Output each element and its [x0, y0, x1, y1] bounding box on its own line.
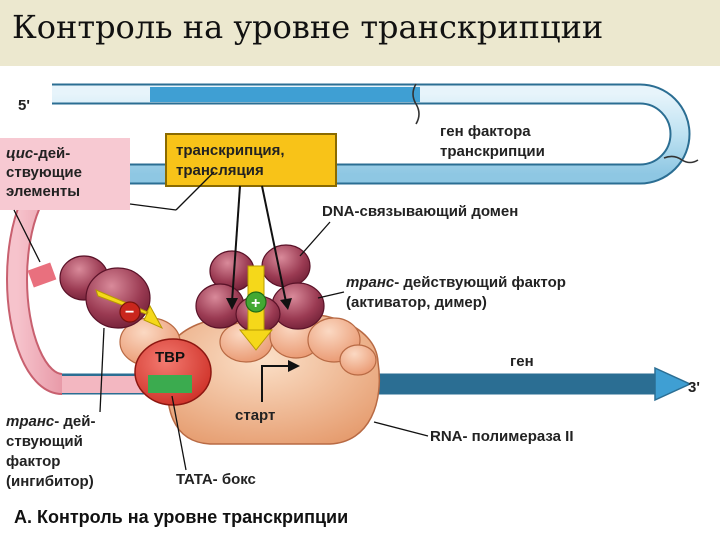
svg-text:ствующие: ствующие: [6, 164, 82, 181]
cis-elements-box: [0, 138, 130, 210]
svg-text:−: −: [125, 304, 134, 321]
activator-label: транс- действующий фактор: [346, 274, 566, 291]
pointer-line: [299, 221, 331, 257]
pointer-line: [373, 421, 429, 437]
tf-gene-label: ген фактора: [440, 123, 531, 140]
cis-elements-label: цис-дей-: [6, 145, 70, 162]
pointer-line: [317, 291, 345, 299]
tbp-label: TBP: [155, 349, 185, 366]
title-band: [0, 0, 720, 66]
polymerase-subunit: [339, 344, 377, 376]
inhibitor-label: транс- дей-: [6, 413, 96, 430]
tf-gene-segment: [150, 87, 420, 102]
svg-text:ствующий: ствующий: [6, 433, 83, 450]
three-prime-end: 3': [688, 379, 700, 396]
inhibition-minus-icon: [119, 301, 141, 323]
pointer-line: [171, 395, 187, 471]
break-mark: [412, 83, 420, 125]
svg-text:трансляция: трансляция: [176, 162, 264, 179]
transcription-translation-box: [165, 133, 337, 187]
gene-arrowhead: [654, 366, 692, 402]
polymerase-label: RNA- полимераза II: [430, 428, 574, 445]
svg-text:+: +: [251, 295, 260, 312]
transcription-diagram: TBP старт + − транскрипция, трансляция ц…: [0, 83, 700, 527]
tata-box: [148, 375, 192, 393]
slide-title: Контроль на уровне транскрипции: [12, 8, 604, 46]
start-site-arrow: [261, 365, 288, 402]
pointer-line: [13, 209, 41, 263]
start-label: старт: [235, 407, 275, 424]
pointer-line: [175, 171, 215, 211]
pointer-line: [261, 185, 287, 303]
break-mark: [663, 155, 699, 164]
activation-plus-icon: [245, 291, 267, 313]
five-prime-end: 5': [18, 97, 30, 114]
svg-text:транскрипция,: транскрипция,: [176, 142, 285, 159]
svg-text:транскрипции: транскрипции: [440, 143, 545, 160]
svg-text:фактор: фактор: [6, 453, 60, 470]
dna-binding-domain-label: DNA-связывающий домен: [322, 203, 518, 220]
figure-caption: А. Контроль на уровне транскрипции: [14, 507, 348, 527]
tata-box-label: TATA- бокс: [176, 471, 256, 488]
gene-label: ген: [510, 353, 534, 370]
pointer-line: [99, 327, 105, 413]
inhibition-arrow: [95, 289, 164, 330]
svg-text:элементы: элементы: [6, 183, 80, 200]
svg-text:(активатор, димер): (активатор, димер): [346, 294, 487, 311]
svg-text:(ингибитор): (ингибитор): [6, 473, 94, 490]
pointer-line: [231, 185, 241, 303]
dna-strand: [52, 83, 699, 185]
